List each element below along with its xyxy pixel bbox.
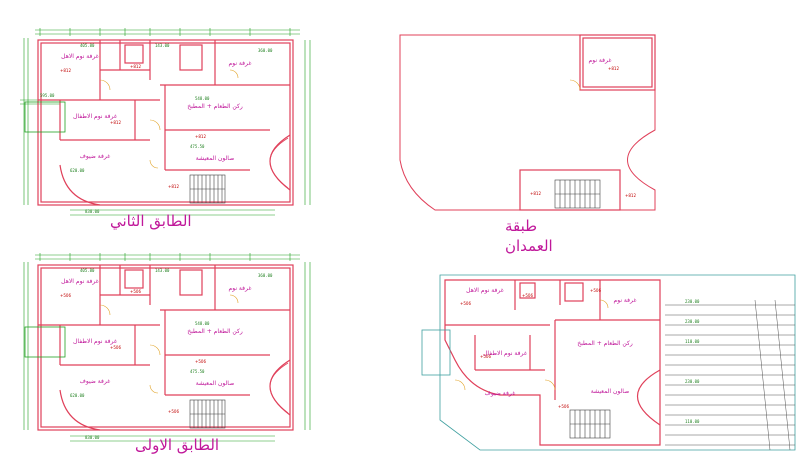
dimension-lines <box>23 253 311 442</box>
walls <box>519 34 656 211</box>
room-label: غرفة نوم الاهل <box>61 53 99 60</box>
second-floor-title: الطابق الثاني <box>110 212 192 230</box>
level-tag: +506 <box>168 409 179 414</box>
curved-wall <box>59 164 101 206</box>
room-label: صالون المعيشة <box>196 380 234 387</box>
dimension-label: 230.00 <box>685 299 700 304</box>
room-label: غرفة ضيوف <box>80 378 111 385</box>
room-label: ركن الطعام + المطبخ <box>577 340 633 347</box>
level-tag: +506 <box>480 354 491 359</box>
level-tag: +506 <box>130 289 141 294</box>
dimension-label: 475.50 <box>190 144 205 149</box>
level-tag: +506 <box>558 404 569 409</box>
level-tag: +812 <box>625 193 636 198</box>
level-tag: +506 <box>195 359 206 364</box>
ground-floor-plan: غرفة نوم الاهل غرفة نوم الاطفال غرفة ضيو… <box>421 274 796 451</box>
level-tag: +506 <box>460 301 471 306</box>
porch <box>421 329 451 376</box>
level-tag: +812 <box>130 64 141 69</box>
dimension-label: 143.00 <box>155 268 170 273</box>
dimension-label: 595.00 <box>40 93 55 98</box>
room-label: غرفة نوم <box>229 285 252 292</box>
roof-title-line1: طبقة <box>505 217 538 235</box>
stairs <box>569 409 611 439</box>
curved-wall <box>59 389 101 431</box>
dimension-label: 405.80 <box>80 43 95 48</box>
level-tag: +812 <box>608 66 619 71</box>
dimension-label: 830.00 <box>85 209 100 214</box>
walls <box>37 264 294 431</box>
room-label: ركن الطعام + المطبخ <box>187 328 243 335</box>
roof-title-line2: العمدان <box>505 237 553 255</box>
stairs <box>189 174 226 204</box>
door-swings <box>99 69 239 169</box>
roof-outline <box>399 34 656 211</box>
dimension-label: 230.00 <box>685 379 700 384</box>
room-label: غرفة ضيوف <box>485 390 516 397</box>
dimension-label: 143.00 <box>155 43 170 48</box>
stairs <box>189 399 226 429</box>
first-floor-plan: غرفة نوم الاهل غرفة نوم الاطفال غرفة ضيو… <box>23 253 311 442</box>
ramp-steps <box>665 299 795 451</box>
level-tag: +812 <box>530 191 541 196</box>
level-tag: +812 <box>168 184 179 189</box>
room-label: ركن الطعام + المطبخ <box>187 103 243 110</box>
room-label: غرفة نوم <box>614 297 637 304</box>
curved-bay <box>636 369 661 426</box>
balcony <box>24 326 66 358</box>
dimension-label: 830.00 <box>85 435 100 440</box>
level-tag: +812 <box>195 134 206 139</box>
door-swings <box>454 299 609 391</box>
room-label: غرفة نوم الاطفال <box>483 350 527 357</box>
room-label: غرفة نوم <box>589 57 612 64</box>
dimension-label: 548.00 <box>195 321 210 326</box>
level-tag: +812 <box>60 68 71 73</box>
room-label: غرفة نوم الاطفال <box>73 113 117 120</box>
second-floor-plan: غرفة نوم الاهل غرفة نوم الاطفال غرفة ضيو… <box>20 28 311 216</box>
site-boundary <box>439 274 796 451</box>
door-swings <box>99 294 239 394</box>
dimension-label: 360.00 <box>258 273 273 278</box>
level-tag: +506 <box>522 293 533 298</box>
walls <box>444 279 661 446</box>
level-tag: +506 <box>590 288 601 293</box>
dimension-label: 405.80 <box>80 268 95 273</box>
room-label: غرفة نوم <box>229 60 252 67</box>
room-label: صالون المعيشة <box>591 388 629 395</box>
level-tag: +506 <box>110 345 121 350</box>
level-tag: +812 <box>110 120 121 125</box>
stairs <box>554 179 601 209</box>
roof-floor-plan: غرفة نوم +812 +812 +812 <box>399 34 656 211</box>
dimension-label: 110.00 <box>685 339 700 344</box>
dimension-label: 475.50 <box>190 369 205 374</box>
room-label: غرفة نوم الاطفال <box>73 338 117 345</box>
dimension-label: 110.00 <box>685 419 700 424</box>
dimension-label: 230.00 <box>685 319 700 324</box>
dimension-label: 360.00 <box>258 48 273 53</box>
room-label: غرفة نوم الاهل <box>466 287 504 294</box>
room-label: غرفة نوم الاهل <box>61 278 99 285</box>
dimension-lines <box>20 28 311 216</box>
balcony <box>24 101 66 133</box>
dimension-label: 620.00 <box>70 168 85 173</box>
level-tag: +506 <box>60 293 71 298</box>
room-label: صالون المعيشة <box>196 155 234 162</box>
first-floor-title: الطابق الاولى <box>135 436 220 454</box>
dimension-label: 620.00 <box>70 393 85 398</box>
walls <box>37 39 294 206</box>
dimension-label: 548.00 <box>195 96 210 101</box>
room-label: غرفة ضيوف <box>80 153 111 160</box>
door-swing <box>569 79 581 91</box>
